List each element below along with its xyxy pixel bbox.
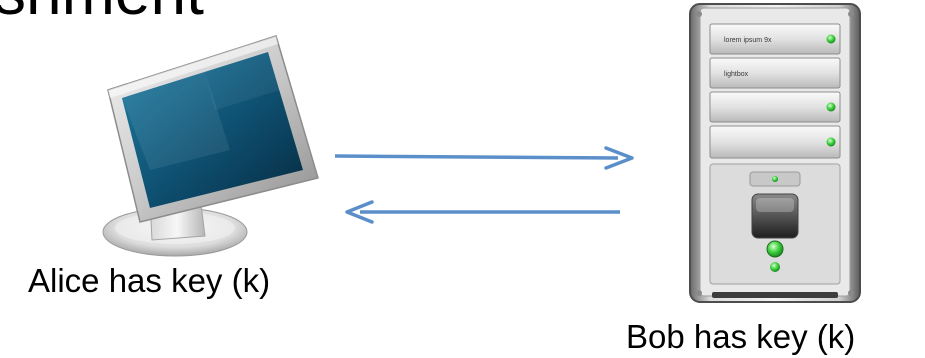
server-bay1-label: lorem ipsum 9x — [724, 37, 772, 44]
arrow-bob-to-alice — [345, 200, 620, 224]
server-bay2-label: lightbox — [724, 71, 749, 78]
arrow-alice-to-bob — [334, 146, 634, 170]
alice-label: Alice has key (k) — [28, 262, 271, 299]
slide-title-partial: shment — [0, 0, 204, 24]
bob-label: Bob has key (k) — [626, 318, 856, 355]
